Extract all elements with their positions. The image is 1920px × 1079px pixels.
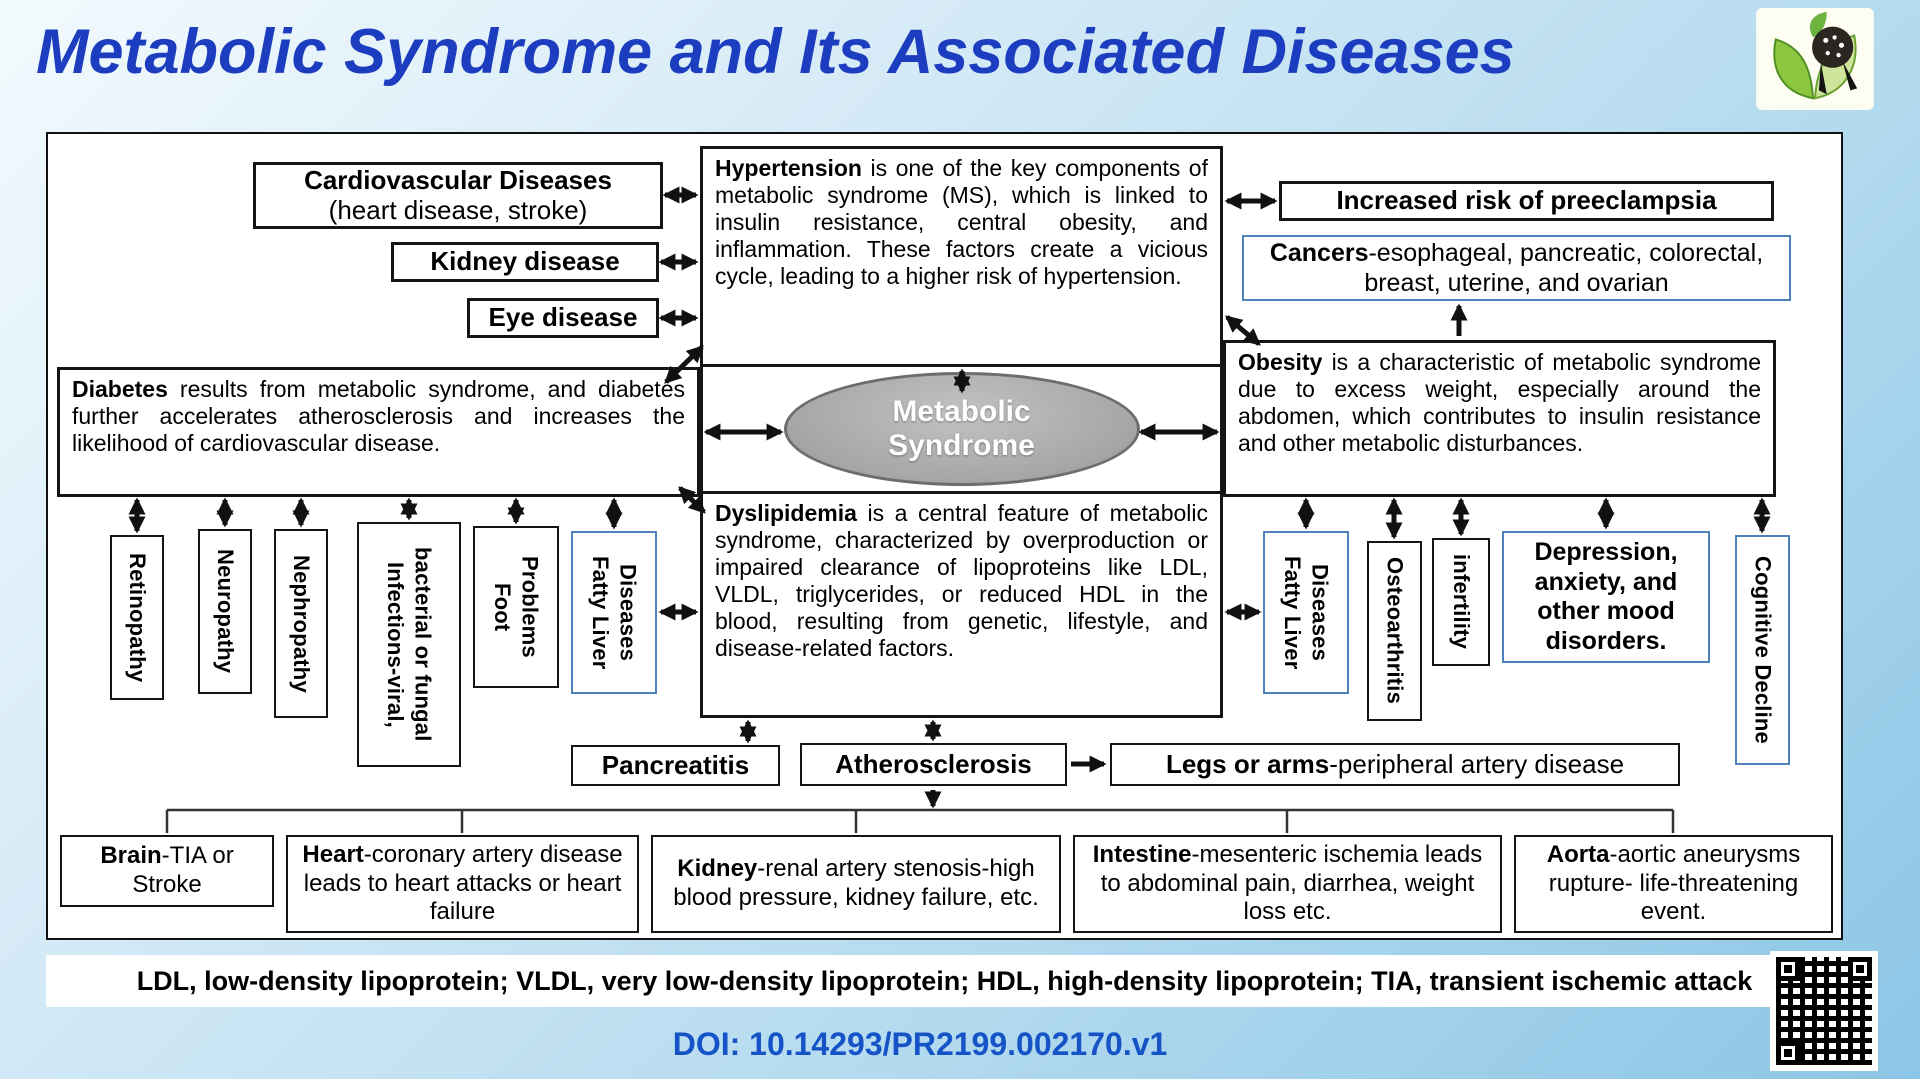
nephropathy-label: Nephropathy [288, 554, 314, 693]
hypertension-text: is one of the key components of metaboli… [715, 155, 1208, 289]
osteoarthritis-box: Osteoarthritis [1367, 541, 1422, 721]
neuropathy-box: Neuropathy [198, 529, 252, 694]
retinopathy-box: Retinopathy [110, 535, 164, 700]
qr-pattern [1776, 957, 1872, 1065]
fatty-liver-left-label: Fatty Liver Diseases [588, 555, 641, 670]
eye-disease-box: Eye disease [467, 298, 659, 338]
qr-finder-bottom-left [1776, 1041, 1800, 1065]
qr-finder-top-right [1848, 957, 1872, 981]
qr-code [1770, 951, 1878, 1071]
cognitive-decline-label: Cognitive Decline [1750, 556, 1776, 744]
heart-outcome-box: Heart-coronary artery disease leads to h… [286, 835, 639, 933]
dyslipidemia-text: is a central feature of metabolic syndro… [715, 500, 1208, 661]
kidney-disease-label: Kidney disease [430, 246, 620, 277]
depression-box: Depression, anxiety, and other mood diso… [1502, 531, 1710, 663]
cancers-text: -esophageal, pancreatic, colorectal, bre… [1364, 239, 1764, 297]
neuropathy-label: Neuropathy [212, 549, 238, 674]
peripheral-artery-box: Legs or arms-peripheral artery disease [1110, 743, 1680, 786]
intestine-lead: Intestine [1092, 840, 1192, 868]
cardiovascular-box: Cardiovascular Diseases (heart disease, … [253, 162, 663, 229]
abbreviations-bar: LDL, low-density lipoprotein; VLDL, very… [46, 955, 1843, 1007]
abbreviations-text: LDL, low-density lipoprotein; VLDL, very… [136, 965, 1753, 996]
depression-label: Depression, anxiety, and other mood diso… [1534, 538, 1678, 655]
obesity-lead: Obesity [1238, 349, 1323, 375]
brain-lead: Brain [100, 842, 162, 870]
heart-text: -coronary artery disease leads to heart … [303, 840, 623, 926]
pancreatitis-box: Pancreatitis [571, 745, 780, 786]
fatty-liver-right-box: Fatty Liver Diseases [1263, 531, 1349, 694]
osteoarthritis-label: Osteoarthritis [1382, 557, 1408, 705]
cancers-lead: Cancers [1269, 239, 1369, 267]
cardiovascular-subtitle: (heart disease, stroke) [328, 194, 588, 225]
kidney-lead: Kidney [677, 855, 758, 883]
atherosclerosis-label: Atherosclerosis [835, 749, 1032, 779]
doi-text: DOI: 10.14293/PR2199.002170.v1 [672, 1026, 1168, 1062]
obesity-box: Obesity is a characteristic of metabolic… [1223, 340, 1776, 497]
kidney-text: -renal artery stenosis-high blood pressu… [673, 855, 1039, 911]
aorta-text: -aortic aneurysms rupture- life-threaten… [1548, 840, 1801, 926]
foot-problems-label: Foot Problems [490, 556, 543, 658]
publisher-logo-icon [1756, 8, 1874, 110]
peripheral-artery-lead: Legs or arms [1165, 749, 1330, 779]
heart-lead: Heart [302, 840, 364, 868]
diabetes-lead: Diabetes [72, 376, 168, 402]
kidney-outcome-box: Kidney-renal artery stenosis-high blood … [651, 835, 1061, 933]
kidney-disease-box: Kidney disease [391, 242, 659, 282]
cardiovascular-title: Cardiovascular Diseases [304, 164, 612, 195]
infertility-box: infertility [1432, 538, 1490, 666]
infertility-label: infertility [1448, 554, 1474, 650]
qr-finder-top-left [1776, 957, 1800, 981]
aorta-outcome-box: Aorta-aortic aneurysms rupture- life-thr… [1514, 835, 1833, 933]
central-column: Hypertension is one of the key component… [700, 146, 1223, 718]
hypertension-box: Hypertension is one of the key component… [703, 149, 1220, 367]
preeclampsia-box: Increased risk of preeclampsia [1279, 181, 1774, 221]
obesity-text: is a characteristic of metabolic syndrom… [1238, 349, 1761, 456]
cancers-box: Cancers-esophageal, pancreatic, colorect… [1242, 235, 1791, 301]
infections-label: Infections-viral, bacterial or fungal [383, 547, 436, 742]
eye-disease-label: Eye disease [488, 302, 638, 333]
foot-problems-box: Foot Problems [473, 526, 559, 688]
aorta-lead: Aorta [1546, 840, 1610, 868]
fatty-liver-left-box: Fatty Liver Diseases [571, 531, 657, 694]
diagram-panel: Cardiovascular Diseases (heart disease, … [46, 132, 1843, 940]
pancreatitis-label: Pancreatitis [601, 750, 750, 780]
infections-box: Infections-viral, bacterial or fungal [357, 522, 461, 767]
metabolic-syndrome-line2: Syndrome [888, 429, 1035, 462]
preeclampsia-label: Increased risk of preeclampsia [1336, 185, 1717, 216]
metabolic-syndrome-ellipse: Metabolic Syndrome [783, 372, 1140, 486]
metabolic-syndrome-line1: Metabolic [892, 394, 1031, 428]
diabetes-text: results from metabolic syndrome, and dia… [72, 376, 685, 456]
dyslipidemia-box: Dyslipidemia is a central feature of met… [703, 491, 1220, 715]
publisher-logo-graphic [1756, 8, 1874, 110]
fatty-liver-right-label: Fatty Liver Diseases [1280, 555, 1333, 670]
nephropathy-box: Nephropathy [274, 529, 328, 718]
page-title: Metabolic Syndrome and Its Associated Di… [36, 17, 1515, 87]
retinopathy-label: Retinopathy [124, 552, 150, 683]
intestine-text: -mesenteric ischemia leads to abdominal … [1100, 840, 1483, 926]
intestine-outcome-box: Intestine-mesenteric ischemia leads to a… [1073, 835, 1502, 933]
atherosclerosis-box: Atherosclerosis [800, 743, 1067, 786]
diabetes-box: Diabetes results from metabolic syndrome… [57, 367, 700, 497]
brain-text: -TIA or Stroke [132, 842, 234, 898]
metabolic-syndrome-section: Metabolic Syndrome [703, 367, 1220, 491]
cognitive-decline-box: Cognitive Decline [1735, 535, 1790, 765]
outcome-tree-connector [165, 808, 1675, 833]
brain-outcome-box: Brain-TIA or Stroke [60, 835, 274, 907]
peripheral-artery-text: -peripheral artery disease [1329, 749, 1625, 779]
hypertension-lead: Hypertension [715, 155, 862, 181]
dyslipidemia-lead: Dyslipidemia [715, 500, 857, 526]
